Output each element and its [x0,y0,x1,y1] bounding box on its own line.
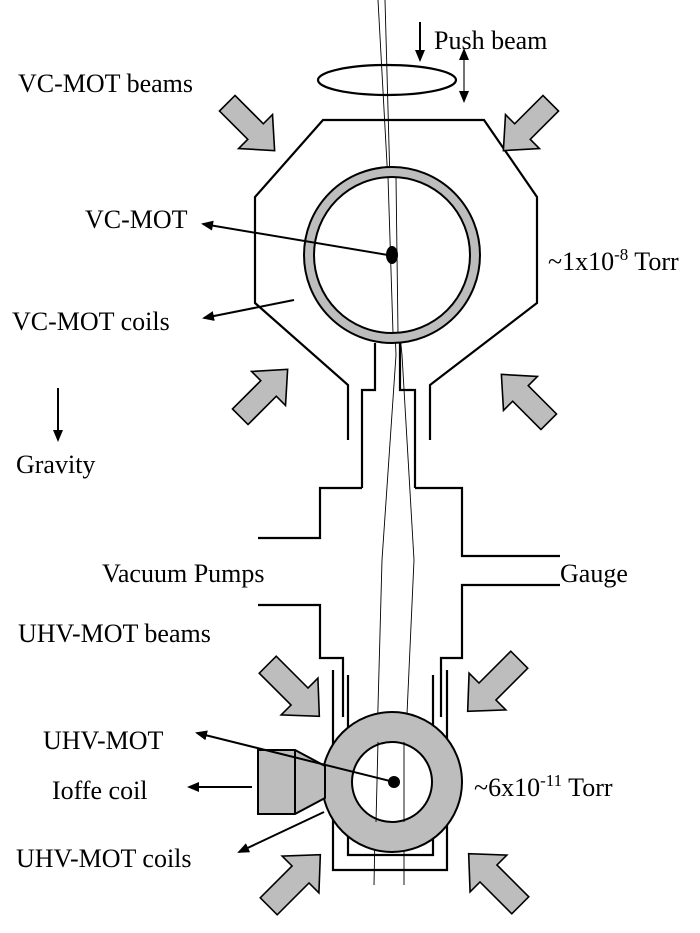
label-vc-mot-coils: VC-MOT coils [12,307,170,336]
vc-mot-beam-arrows [218,94,560,431]
uhv-beam-arrow-bottom-left [259,853,322,916]
vc-mot-leader-arrow [201,220,389,256]
label-push-beam: Push beam [434,26,547,55]
vc-mot-chamber [253,118,539,488]
vc-beam-arrow-bottom-right [500,373,558,431]
label-uhv-mot: UHV-MOT [43,726,163,755]
label-ioffe-coil: Ioffe coil [52,776,148,805]
vc-beam-arrow-bottom-left [231,368,289,426]
ioffe-coil-shape [257,749,326,815]
uhv-beam-arrow-top-right [466,650,529,713]
label-vacuum-pumps: Vacuum Pumps [102,559,265,588]
label-gravity: Gravity [16,450,95,479]
label-uhv-mot-coils: UHV-MOT coils [16,844,192,873]
label-gauge: Gauge [560,559,628,588]
vc-beam-arrow-top-right [502,94,560,152]
uhv-beam-arrow-bottom-right [467,852,530,915]
uhv-mot-leader-arrow [195,730,391,782]
vc-mot-coils-leader-arrow [202,299,295,321]
label-vc-mot: VC-MOT [85,205,188,234]
vc-beam-arrow-top-left [218,94,276,152]
uhv-beam-arrow-top-left [258,655,321,718]
label-uhv-mot-beams: UHV-MOT beams [18,619,211,648]
label-vc-pressure: ~1x10-8 Torr [548,245,679,276]
uhv-mot-coils-leader-arrow [237,811,325,853]
uhv-mot-beam-arrows [258,650,530,916]
uhv-mot-cloud [388,776,400,788]
lens-ellipse [316,63,458,97]
uhv-mot-chamber [257,711,463,853]
label-vc-mot-beams: VC-MOT beams [18,69,193,98]
vc-mot-cloud [386,246,398,264]
label-uhv-pressure: ~6x10-11 Torr [474,771,613,802]
